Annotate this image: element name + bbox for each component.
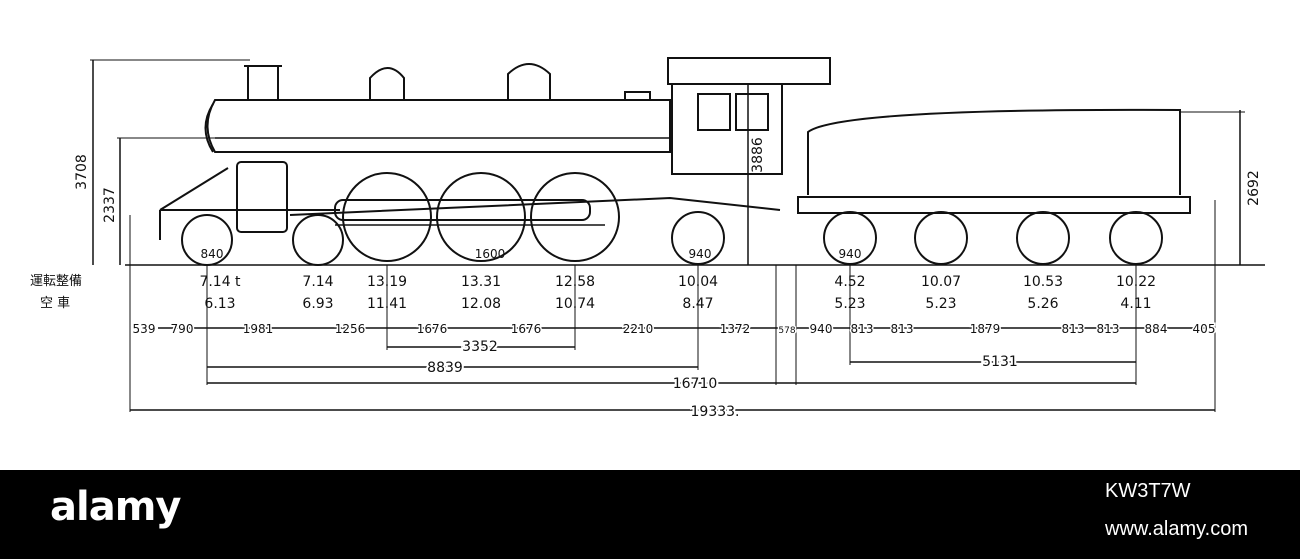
stock-id: KW3T7W [1105, 480, 1191, 502]
axle-load-loaded: 7.14 t [199, 274, 241, 290]
axle-load-empty: 5.23 [834, 296, 865, 312]
site-url: www.alamy.com [1105, 518, 1248, 540]
tender-wheel-3 [1016, 211, 1070, 265]
label-total-length: 19333. [691, 404, 740, 420]
cylinder-block [236, 161, 288, 233]
axle-load-empty: 12.08 [461, 296, 501, 312]
axle-load-loaded: 10.22 [1116, 274, 1156, 290]
chimney [247, 65, 279, 100]
axle-load-empty: 6.13 [204, 296, 235, 312]
axle-load-empty: 5.23 [925, 296, 956, 312]
steam-dome [369, 67, 405, 100]
tender-wheel-1 [823, 211, 877, 265]
axle-load-empty: 8.47 [682, 296, 713, 312]
spacing-label: 1256 [335, 322, 366, 336]
cab-body [671, 83, 783, 175]
axle-load-loaded: 13.31 [461, 274, 501, 290]
spacing-label: 813 [1097, 322, 1120, 336]
axle-load-loaded: 10.53 [1023, 274, 1063, 290]
spacing-label: 1676 [511, 322, 542, 336]
spacing-label: 1879 [970, 322, 1001, 336]
cab-roof [667, 57, 831, 85]
spacing-label: 539 [133, 322, 156, 336]
label-dia-trail: 940 [689, 247, 712, 261]
axle-load-empty: 6.93 [302, 296, 333, 312]
label-tender-height: 2692 [1246, 170, 1262, 206]
alamy-logo: alamy [50, 484, 181, 530]
driving-wheel-1 [342, 172, 432, 262]
label-rigid-base: 8839 [427, 360, 463, 376]
driving-wheel-3 [530, 172, 620, 262]
watermark-footer: alamy KW3T7W www.alamy.com [0, 470, 1300, 559]
label-dia-tender: 940 [839, 247, 862, 261]
tender-wheel-2 [914, 211, 968, 265]
label-tender-base: 5131 [982, 354, 1018, 370]
spacing-label: 2210 [623, 322, 654, 336]
axle-load-empty: 11.41 [367, 296, 407, 312]
spacing-label: 884 [1145, 322, 1168, 336]
spacing-label: 813 [891, 322, 914, 336]
label-dia-driver: 1600 [475, 247, 506, 261]
spacing-label: 1372 [720, 322, 751, 336]
axle-load-loaded: 12.58 [555, 274, 595, 290]
tender-frame [797, 196, 1191, 214]
spacing-labels: 539 790 1981 1256 1676 1676 2210 1372 578 940 813 8… [131, 321, 1217, 338]
axle-load-empty: 4.11 [1120, 296, 1151, 312]
spacing-label: 813 [851, 322, 874, 336]
label-height-total: 3708 [74, 154, 90, 190]
lead-wheel-2 [292, 214, 344, 266]
locomotive-frame [289, 196, 781, 216]
sand-dome [507, 63, 551, 100]
cab-window-right [735, 93, 769, 131]
axle-load-loaded: 4.52 [834, 274, 865, 290]
trailing-wheel [671, 211, 725, 265]
smokebox-door [204, 103, 214, 153]
boiler-outline [206, 99, 671, 153]
spacing-label: 405 [1193, 322, 1216, 336]
whistle-box [624, 91, 651, 101]
spacing-label: 1676 [417, 322, 448, 336]
cab-window-left [697, 93, 731, 131]
axle-load-loaded: 10.04 [678, 274, 718, 290]
driving-wheel-2 [436, 172, 526, 262]
axle-load-empty: 10.74 [555, 296, 595, 312]
axle-loads: 7.14 t 6.13 7.14 6.93 13.19 11.41 13.31 12.08 12… [199, 274, 1156, 312]
tender-body [807, 108, 1181, 195]
valve-gear [334, 199, 591, 221]
label-driver-base: 3352 [462, 339, 498, 355]
label-cab-height: 3886 [750, 137, 766, 173]
locomotive-diagram: 3708 2337 3886 2692 840 1600 940 940 運転整… [30, 57, 1265, 422]
spacing-label: 790 [171, 322, 194, 336]
label-dia-lead: 840 [201, 247, 224, 261]
axle-load-loaded: 10.07 [921, 274, 961, 290]
axle-load-loaded: 13.19 [367, 274, 407, 290]
spacing-label: 813 [1062, 322, 1085, 336]
axle-load-loaded: 7.14 [302, 274, 333, 290]
spacing-label: 578 [778, 326, 795, 336]
tender-wheel-4 [1109, 211, 1163, 265]
label-row-loaded: 運転整備 [30, 273, 82, 289]
spacing-label: 1981 [243, 322, 274, 336]
label-engine-base: 16710 [673, 376, 718, 392]
front-pilot [159, 167, 340, 240]
label-height-boiler: 2337 [102, 187, 118, 223]
axle-load-empty: 5.26 [1027, 296, 1058, 312]
spacing-label: 940 [810, 322, 833, 336]
label-row-empty: 空 車 [40, 296, 70, 311]
